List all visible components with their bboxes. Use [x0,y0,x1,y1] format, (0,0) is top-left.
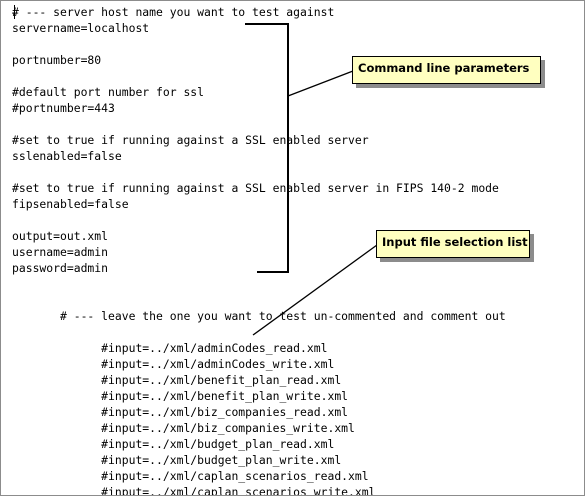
config-line: sslenabled=false [12,149,122,163]
blank-line [12,276,506,292]
config-text[interactable]: # --- server host name you want to test … [12,4,506,496]
blank-line [12,292,506,308]
input-line: #input=../xml/biz_companies_read.xml [12,405,349,419]
input-line: #input=../xml/benefit_plan_write.xml [12,389,349,403]
comment-line: #set to true if running against a SSL en… [12,133,369,147]
comment-line: #default port number for ssl [12,85,205,99]
input-file-selection-callout: Input file selection list [376,230,530,258]
input-line: #input=../xml/budget_plan_read.xml [12,437,335,451]
input-line: #input=../xml/benefit_plan_read.xml [12,373,342,387]
blank-line [12,116,506,132]
input-line: #input=../xml/budget_plan_write.xml [12,453,342,467]
comment-line: # --- server host name you want to test … [12,5,335,19]
config-line: servername=localhost [12,21,150,35]
comment-line: #set to true if running against a SSL en… [12,181,499,195]
blank-line [12,36,506,52]
input-line: #input=../xml/caplan_scenarios_read.xml [12,469,369,483]
comment-line: # --- leave the one you want to test un-… [12,309,506,323]
blank-line [12,324,506,340]
blank-line [12,164,506,180]
config-line: password=admin [12,261,109,275]
comment-line: #portnumber=443 [12,101,115,115]
config-line: portnumber=80 [12,53,102,67]
input-line: #input=../xml/adminCodes_read.xml [12,341,328,355]
input-line: #input=../xml/biz_companies_write.xml [12,421,355,435]
config-line: username=admin [12,245,109,259]
config-line: output=out.xml [12,229,109,243]
input-line: #input=../xml/adminCodes_write.xml [12,357,335,371]
input-line: #input=../xml/caplan_scenarios_write.xml [12,485,376,496]
command-line-parameters-callout: Command line parameters [352,56,541,84]
config-line: fipsenabled=false [12,197,129,211]
text-cursor [14,5,15,19]
blank-line [12,212,506,228]
